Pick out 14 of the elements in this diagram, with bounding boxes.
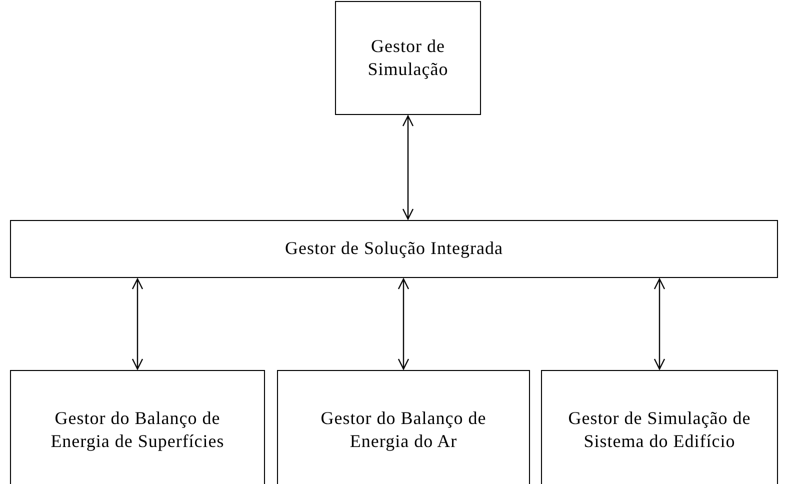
process-box [277,370,530,484]
box-label: Gestor de Solução Integrada [285,237,503,260]
box-label: Gestor de Simulação de Sistema do Edifício [567,406,752,453]
process-box [10,370,265,484]
process-box [541,370,778,484]
double-arrow [402,115,414,220]
double-arrow [132,278,144,370]
double-arrow [398,278,410,370]
box-label: Gestor do Balanço de Energia de Superfícies [50,406,226,453]
box-label: Gestor do Balanço de Energia do Ar [320,406,488,453]
process-box [335,1,481,115]
box-label: Gestor de Simulação [366,34,450,81]
process-box [10,220,778,278]
double-arrow [654,278,666,370]
